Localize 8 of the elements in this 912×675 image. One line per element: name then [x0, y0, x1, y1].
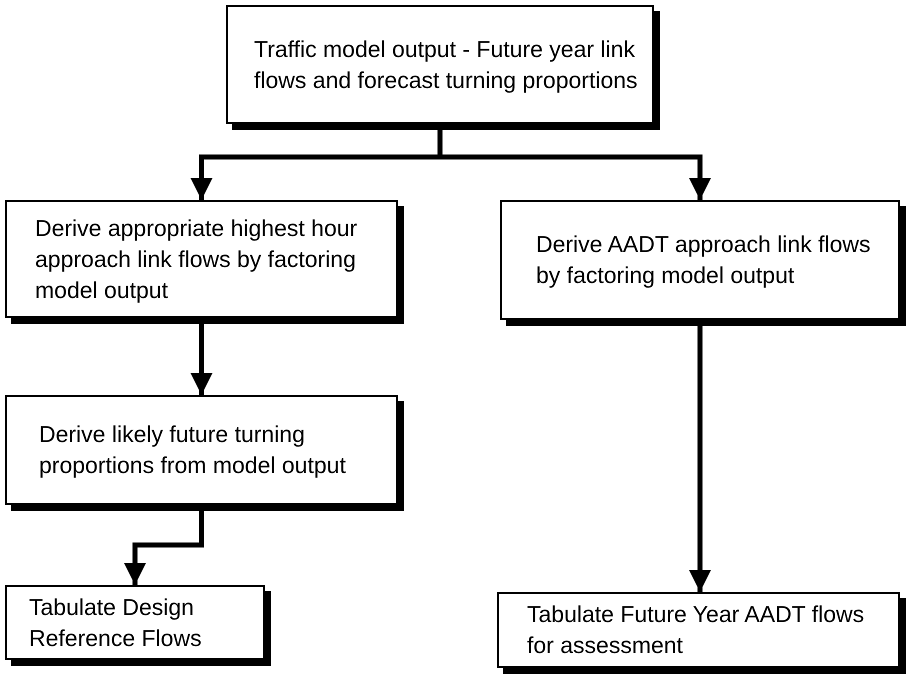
box-text: Tabulate Future Year AADT flows for assessment	[527, 600, 866, 660]
box-text: Derive appropriate highest hour approach link flows by factoring model output	[35, 214, 358, 305]
arrow	[689, 326, 711, 592]
box-text: Derive AADT approach link flows by factoring model output	[536, 230, 872, 290]
box-text: Derive likely future turning proportions from model output	[39, 420, 347, 480]
arrow	[190, 324, 212, 395]
box-text: Traffic model output - Future year link flows and forecast turning proportions	[254, 34, 639, 95]
box-text: Tabulate Design Reference Flows	[29, 592, 203, 652]
